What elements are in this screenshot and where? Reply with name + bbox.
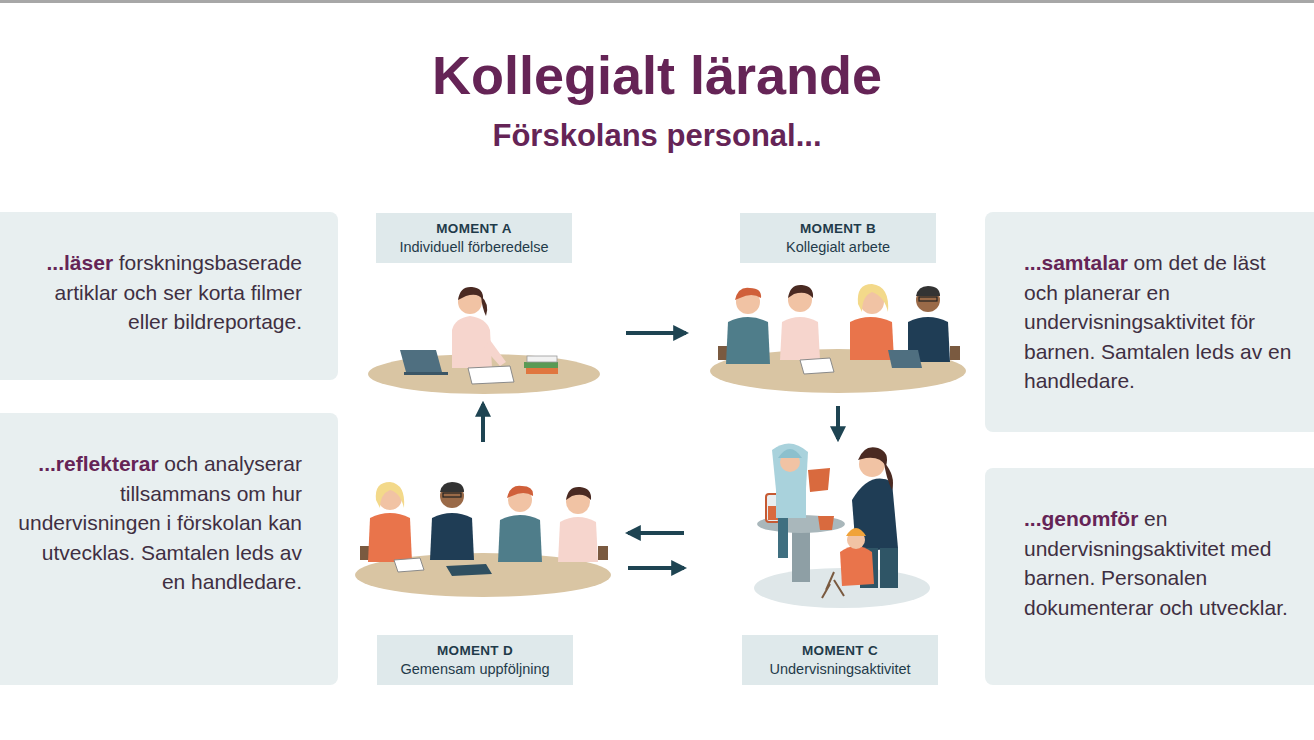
moment-label-box: MOMENT D Gemensam uppföljning xyxy=(377,635,573,685)
illustration-b xyxy=(710,284,966,393)
moment-label-box: MOMENT B Kollegialt arbete xyxy=(740,213,936,263)
text-panel: ...genomfören undervisningsaktivitet med… xyxy=(985,468,1314,685)
moment-name: Individuell förberedelse xyxy=(382,239,566,255)
moment-area: MOMENT D Gemensam uppföljning xyxy=(352,448,622,685)
moment-area: MOMENT B Kollegialt arbete xyxy=(692,213,970,400)
flow-arrow xyxy=(628,531,684,535)
text-panel: ...läserforskningsbaserade artiklar och … xyxy=(0,212,338,380)
moment-name: Kollegialt arbete xyxy=(746,239,930,255)
flow-arrow xyxy=(836,406,840,439)
text-panel: ...samtalarom det de läst och planerar e… xyxy=(985,212,1314,432)
panel-text: ...reflekteraroch analyserar tillsammans… xyxy=(16,449,302,597)
panel-text: ...genomfören undervisningsaktivitet med… xyxy=(1024,504,1298,622)
top-rule xyxy=(0,0,1314,3)
panel-text: ...samtalarom det de läst och planerar e… xyxy=(1024,248,1298,396)
flow-arrow xyxy=(628,566,684,570)
moment-label-box: MOMENT A Individuell förberedelse xyxy=(376,213,572,263)
flow-arrow xyxy=(481,404,485,442)
lead-verb: ...samtalar xyxy=(1024,251,1128,274)
moment-heading: MOMENT A xyxy=(382,221,566,236)
illustration-d xyxy=(355,482,611,597)
moment-heading: MOMENT C xyxy=(748,643,932,658)
moment-area: MOMENT A Individuell förberedelse xyxy=(360,213,620,398)
lead-verb: ...läser xyxy=(47,251,114,274)
moment-label-box: MOMENT C Undervisningsaktivitet xyxy=(742,635,938,685)
moment-heading: MOMENT B xyxy=(746,221,930,236)
subtitle: Förskolans personal... xyxy=(0,118,1314,154)
moment-name: Gemensam uppföljning xyxy=(383,661,567,677)
moment-heading: MOMENT D xyxy=(383,643,567,658)
illustration-c xyxy=(754,443,930,608)
panel-text: ...läserforskningsbaserade artiklar och … xyxy=(16,248,302,337)
lead-verb: ...reflekterar xyxy=(38,452,158,475)
title: Kollegialt lärande xyxy=(0,44,1314,106)
illustration-a xyxy=(368,287,600,394)
moment-name: Undervisningsaktivitet xyxy=(748,661,932,677)
flow-arrow xyxy=(626,331,686,335)
lead-verb: ...genomför xyxy=(1024,507,1138,530)
moment-area: MOMENT C Undervisningsaktivitet xyxy=(690,445,950,685)
text-panel: ...reflekteraroch analyserar tillsammans… xyxy=(0,413,338,685)
